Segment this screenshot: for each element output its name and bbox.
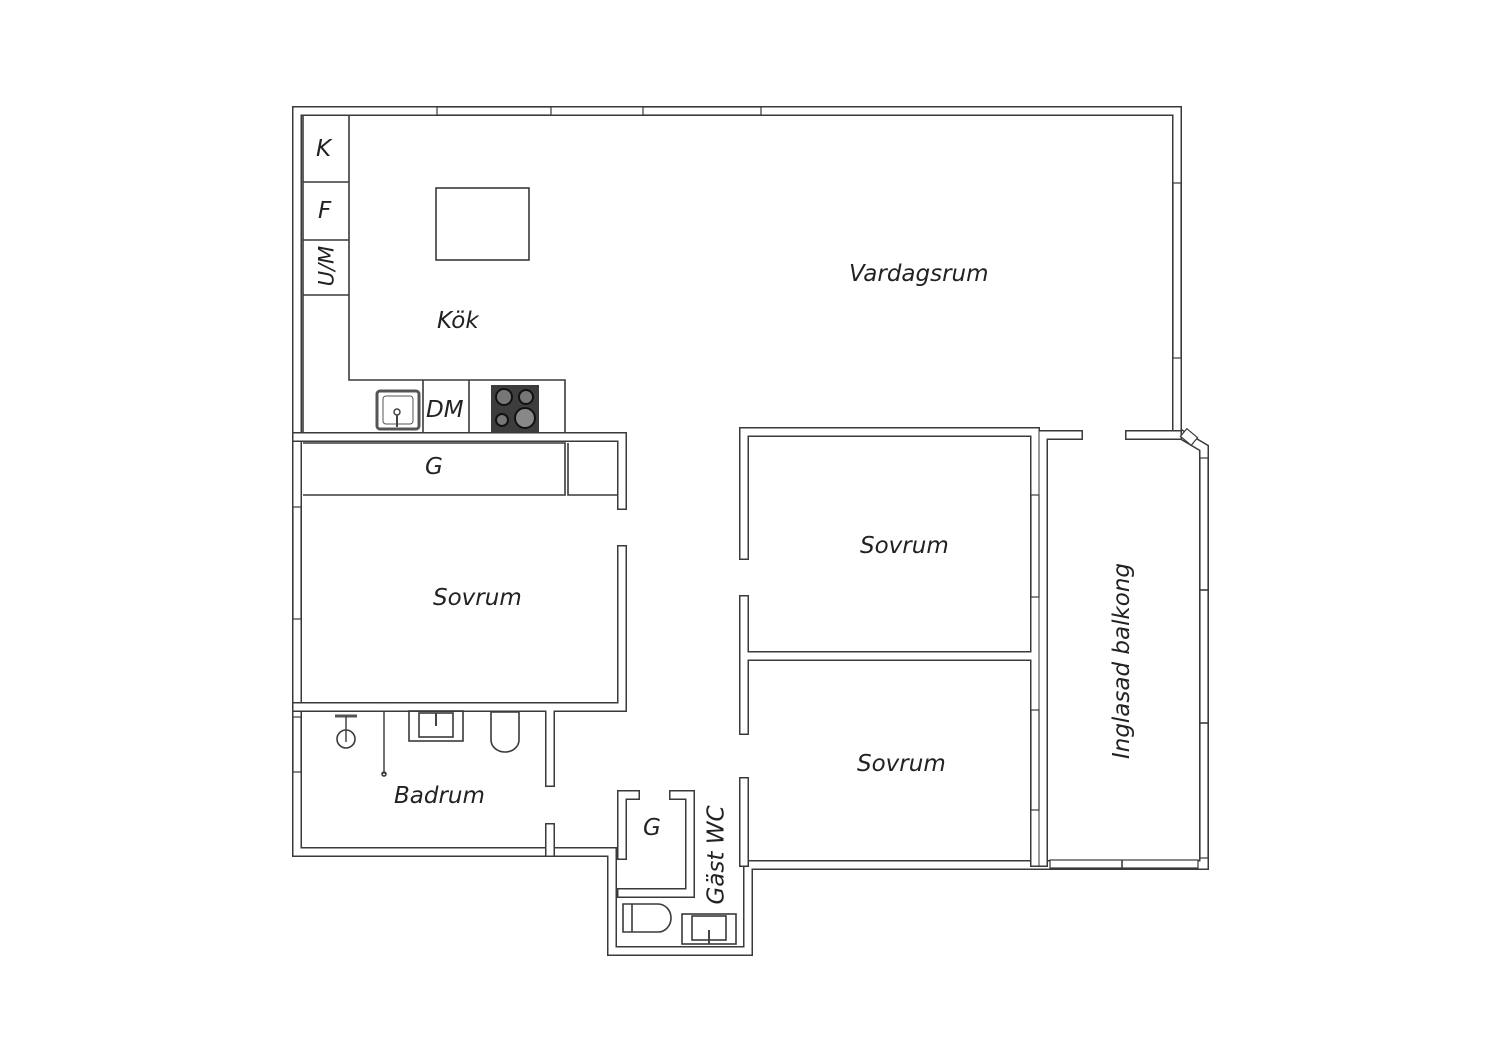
dishwasher-label: DM <box>426 397 464 423</box>
fridge-label: K <box>316 136 332 162</box>
room-label-gast-wc: Gäst WC <box>703 805 730 905</box>
room-label-kok: Kök <box>437 308 479 334</box>
bath-sink-icon <box>408 710 464 742</box>
windows <box>292 106 1209 869</box>
wc-closet-label: G <box>643 815 661 841</box>
closet-label: G <box>425 454 443 480</box>
kitchen-island <box>435 187 530 261</box>
walls <box>292 106 1209 956</box>
freezer-label: F <box>318 198 332 224</box>
room-label-balkong: Inglasad balkong <box>1109 562 1136 760</box>
bathroom-fixtures <box>335 710 737 945</box>
kitchen-counters <box>302 116 618 496</box>
room-label-sovrum-2: Sovrum <box>860 533 949 559</box>
room-label-badrum: Badrum <box>394 783 485 809</box>
room-label-vardagsrum: Vardagsrum <box>849 261 989 287</box>
wc-toilet-icon <box>622 903 672 933</box>
wc-sink-icon <box>681 913 737 945</box>
oven-microwave-label: U/M <box>314 245 339 287</box>
toilet-icon <box>490 711 520 753</box>
room-label-sovrum-3: Sovrum <box>857 751 946 777</box>
stove-icon <box>491 385 539 432</box>
shower-icon <box>335 711 387 777</box>
room-label-sovrum-1: Sovrum <box>433 585 522 611</box>
kitchen-sink-icon <box>375 389 421 431</box>
